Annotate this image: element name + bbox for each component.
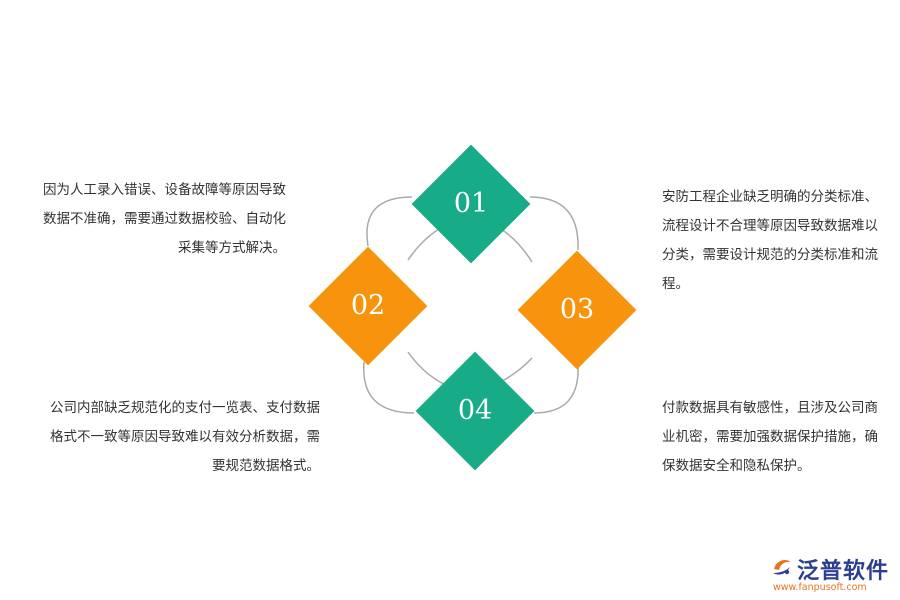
logo-name: 泛普软件 — [797, 559, 890, 584]
description-03-line-2: 流程设计不合理等原因导致数据难以 — [662, 218, 878, 234]
logo-url: www.fanpusoft.com — [773, 582, 867, 593]
outer-connector-top-right — [529, 196, 579, 251]
description-04: 付款数据具有敏感性，且涉及公司商 业机密，需要加强数据保护措施，确 保数据安全和… — [662, 394, 898, 481]
description-02-line-3: 要规范数据格式。 — [212, 458, 320, 474]
description-02: 公司内部缺乏规范化的支付一览表、支付数据 格式不一致等原因导致难以有效分析数据，… — [20, 394, 320, 481]
diamond-01-number: 01 — [453, 188, 489, 219]
description-01-line-2: 数据不准确，需要通过数据校验、自动化 — [43, 211, 286, 227]
description-03-line-3: 分类，需要设计规范的分类标准和流 — [662, 247, 878, 263]
description-03-line-1: 安防工程企业缺乏明确的分类标准、 — [662, 189, 878, 205]
description-03-line-4: 程。 — [662, 276, 689, 292]
description-02-line-1: 公司内部缺乏规范化的支付一览表、支付数据 — [50, 400, 320, 416]
description-03: 安防工程企业缺乏明确的分类标准、 流程设计不合理等原因导致数据难以 分类，需要设… — [662, 183, 898, 299]
description-01-line-1: 因为人工录入错误、设备故障等原因导致 — [43, 182, 286, 198]
description-01-line-3: 采集等方式解决。 — [178, 240, 286, 256]
inner-connector-bottom-left — [407, 351, 449, 387]
diamond-03-number: 03 — [559, 294, 595, 325]
diamond-02-number: 02 — [350, 290, 386, 321]
outer-connector-bottom-left — [363, 361, 415, 414]
description-01: 因为人工录入错误、设备故障等原因导致 数据不准确，需要通过数据校验、自动化 采集… — [14, 176, 286, 263]
brand-logo: 泛普软件 www.fanpusoft.com — [770, 553, 895, 597]
description-04-line-2: 业机密，需要加强数据保护措施，确 — [662, 429, 878, 445]
description-04-line-1: 付款数据具有敏感性，且涉及公司商 — [662, 400, 878, 416]
description-02-line-2: 格式不一致等原因导致难以有效分析数据，需 — [50, 429, 320, 445]
logo-mark-icon — [773, 560, 791, 575]
outer-connector-bottom-right — [533, 365, 579, 414]
diamond-04-number: 04 — [457, 395, 493, 426]
outer-connector-top-left — [366, 196, 413, 247]
description-04-line-3: 保数据安全和隐私保护。 — [662, 458, 811, 474]
